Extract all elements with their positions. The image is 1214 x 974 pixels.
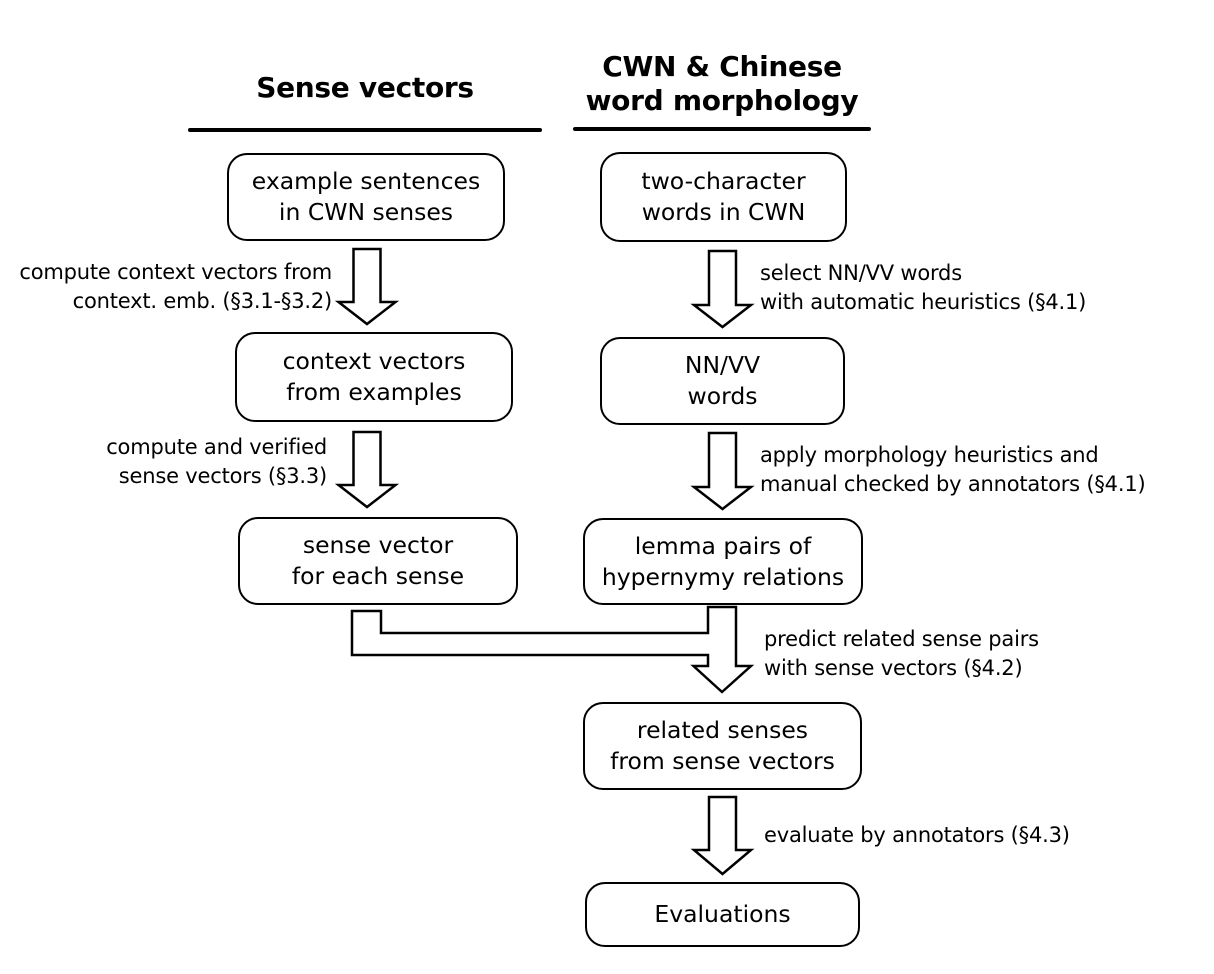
column-header-sense-vectors: Sense vectors [256,71,474,104]
down-arrow-select-nnvv-icon [690,249,755,329]
header-underline-left [188,128,542,132]
flow-box-sense-vector: sense vector for each sense [238,517,518,605]
flow-box-context-vectors: context vectors from examples [235,332,513,422]
edge-label-select-nn-vv: select NN/VV words with automatic heuris… [760,261,1087,314]
down-arrow-compute-sense-icon [334,430,400,509]
down-arrow-compute-context-icon [334,247,400,326]
flow-box-nn-vv-words: NN/VV words [600,337,845,425]
flow-box-two-character-words: two-character words in CWN [600,152,847,242]
flow-box-lemma-pairs: lemma pairs of hypernymy relations [583,518,863,605]
flow-box-related-senses: related senses from sense vectors [583,702,862,790]
column-header-cwn-morphology: CWN & Chinese word morphology [585,50,859,117]
header-underline-right [573,127,871,131]
edge-label-predict-related: predict related sense pairs with sense v… [764,627,1039,680]
flow-box-example-sentences: example sentences in CWN senses [227,153,505,241]
flow-box-evaluations: Evaluations [585,882,860,947]
down-arrow-evaluate-icon [690,795,755,876]
down-arrow-apply-morphology-icon [690,431,755,511]
edge-label-compute-sense-vectors: compute and verified sense vectors (§3.3… [106,435,327,488]
edge-label-evaluate: evaluate by annotators (§4.3) [764,823,1070,847]
merge-arrow-predict-icon [350,605,755,694]
edge-label-apply-morphology: apply morphology heuristics and manual c… [760,443,1146,496]
edge-label-compute-context-vectors: compute context vectors from context. em… [19,260,332,313]
